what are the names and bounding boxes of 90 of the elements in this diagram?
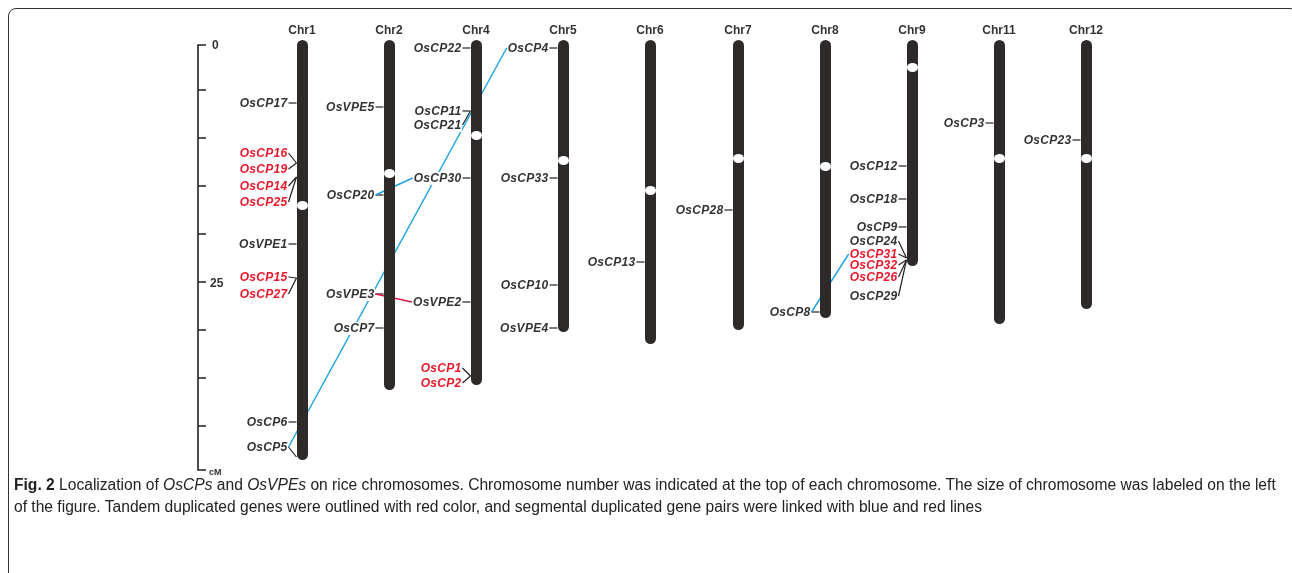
gene-label: OsCP21	[413, 118, 462, 132]
gene-label: OsCP33	[500, 171, 549, 185]
gene-label: OsCP6	[246, 415, 288, 429]
chromosome-label: Chr2	[375, 23, 403, 37]
gene-label: OsCP16	[239, 146, 288, 160]
leader-line	[374, 293, 385, 295]
gene-label: OsVPE1	[239, 237, 288, 251]
leader-line	[287, 102, 298, 104]
gene-label: OsCP25	[239, 195, 288, 209]
leader-line	[287, 162, 298, 170]
leader-line	[897, 253, 908, 259]
leader-line	[984, 122, 995, 124]
gene-label: OsCP20	[326, 188, 375, 202]
chromosome-label: Chr8	[811, 23, 839, 37]
chromosome-label: Chr9	[898, 23, 926, 37]
leader-line	[635, 261, 646, 263]
gene-label: OsCP9	[856, 220, 898, 234]
gene-label: OsCP17	[239, 96, 288, 110]
unit-label: cM	[209, 466, 222, 478]
leader-line	[461, 367, 472, 377]
chromosome-label: Chr7	[724, 23, 752, 37]
gene-label: OsCP29	[849, 289, 898, 303]
leader-line	[287, 446, 298, 458]
leader-line	[548, 327, 559, 329]
gene-label: OsVPE2	[413, 295, 462, 309]
leader-line	[897, 198, 908, 200]
gene-label: OsVPE3	[326, 287, 375, 301]
gene-label: OsCP28	[675, 203, 724, 217]
scale-label: 0	[212, 39, 219, 52]
gene-label: OsCP27	[239, 287, 288, 301]
leader-line	[548, 284, 559, 286]
leader-line	[810, 311, 821, 313]
chromosome-label: Chr5	[549, 23, 577, 37]
gene-label: OsCP30	[413, 171, 462, 185]
leader-line	[548, 47, 559, 49]
leader-line	[897, 240, 908, 259]
gene-label: OsCP5	[246, 440, 288, 454]
chromosome-label: Chr4	[462, 23, 490, 37]
leader-line	[374, 194, 385, 196]
scale-label: 25	[210, 277, 224, 290]
duplication-line	[374, 177, 414, 196]
leader-line	[287, 277, 298, 295]
duplication-line	[374, 293, 413, 303]
gene-label: OsCP10	[500, 278, 549, 292]
chromosome-label: Chr1	[288, 23, 316, 37]
gene-label: OsCP12	[849, 159, 898, 173]
gene-label: OsCP14	[239, 179, 288, 193]
leader-line	[287, 243, 298, 245]
leader-line	[1071, 139, 1082, 141]
gene-label: OsCP19	[239, 162, 288, 176]
duplication-line	[287, 47, 508, 448]
gene-label: OsVPE4	[500, 321, 549, 335]
leader-line	[461, 47, 472, 49]
leader-line	[461, 375, 472, 384]
leader-line	[287, 276, 298, 279]
gene-label: OsCP7	[333, 321, 375, 335]
gene-label: OsCP1	[420, 361, 462, 375]
leader-line	[287, 176, 298, 187]
chromosome-label: Chr11	[982, 23, 1016, 37]
leader-line	[461, 177, 472, 179]
leader-line	[374, 327, 385, 329]
figure-caption: Fig. 2 Localization of OsCPs and OsVPEs on rice chromosomes. Chromosome number was indicated at the top of each chromosome. The size of chromosome was labeled on the left of the figure. Tandem duplicated genes were outlined with red color, and segmental duplicated gene pairs were linked with blue and red lines	[14, 475, 1276, 517]
leader-line	[461, 110, 472, 126]
leader-line	[897, 165, 908, 167]
gene-label: OsCP11	[414, 104, 462, 118]
leader-line	[723, 209, 734, 211]
leader-line	[897, 259, 908, 297]
gene-label: OsCP24	[849, 234, 898, 248]
gene-label: OsCP8	[769, 305, 811, 319]
leader-line	[287, 152, 298, 164]
gene-label: OsCP4	[507, 41, 549, 55]
leader-line	[548, 177, 559, 179]
leader-line	[461, 110, 472, 112]
chromosome-label: Chr12	[1069, 23, 1103, 37]
leader-line	[374, 106, 385, 108]
gene-label: OsCP2	[420, 376, 462, 390]
gene-label: OsCP15	[239, 270, 288, 284]
gene-label: OsCP23	[1023, 133, 1072, 147]
leader-line	[897, 226, 908, 228]
leader-line	[287, 176, 298, 203]
leader-line	[897, 259, 908, 266]
gene-label: OsCP18	[849, 192, 898, 206]
leader-line	[461, 301, 472, 303]
leader-line	[287, 421, 298, 423]
chromosome-label: Chr6	[636, 23, 664, 37]
gene-label: OsCP13	[587, 255, 636, 269]
duplication-line	[810, 253, 850, 313]
gene-label: OsVPE5	[326, 100, 375, 114]
gene-label: OsCP22	[413, 41, 462, 55]
gene-label: OsCP3	[943, 116, 985, 130]
